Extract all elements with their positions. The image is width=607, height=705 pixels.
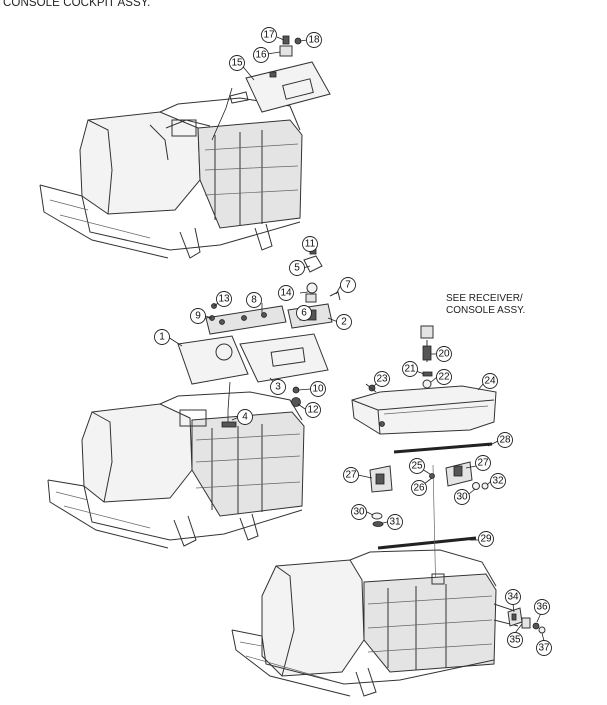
callout-1: 1 xyxy=(154,329,170,345)
callout-26: 26 xyxy=(411,480,427,496)
svg-text:12: 12 xyxy=(307,405,319,416)
callout-4: 4 xyxy=(237,409,253,425)
callout-3: 3 xyxy=(270,379,286,395)
svg-text:13: 13 xyxy=(218,294,230,305)
machine-view-middle xyxy=(47,391,305,549)
svg-text:23: 23 xyxy=(376,374,388,385)
callout-10: 10 xyxy=(310,381,326,397)
machine-view-bottom xyxy=(231,549,546,697)
callout-8: 8 xyxy=(246,292,262,308)
svg-text:6: 6 xyxy=(301,308,307,319)
svg-text:21: 21 xyxy=(404,364,416,375)
callout-9: 9 xyxy=(190,308,206,324)
svg-text:3: 3 xyxy=(275,382,281,393)
callout-bubbles: 1 2 3 4 5 6 7 8 9 10 11 12 13 14 15 16 1… xyxy=(154,27,552,656)
callout-7: 7 xyxy=(340,277,356,293)
svg-text:4: 4 xyxy=(242,412,248,423)
console-panels xyxy=(177,241,341,422)
svg-text:26: 26 xyxy=(413,483,425,494)
callout-31: 31 xyxy=(387,514,403,530)
svg-text:25: 25 xyxy=(411,461,423,472)
callout-14: 14 xyxy=(278,285,294,301)
svg-text:16: 16 xyxy=(255,50,267,61)
callout-24: 24 xyxy=(482,373,498,389)
callout-17: 17 xyxy=(261,27,277,43)
callout-20: 20 xyxy=(436,346,452,362)
svg-text:15: 15 xyxy=(231,58,243,69)
svg-text:35: 35 xyxy=(509,635,521,646)
svg-text:17: 17 xyxy=(263,30,275,41)
callout-11: 11 xyxy=(302,236,318,252)
svg-text:2: 2 xyxy=(341,317,347,328)
callout-25: 25 xyxy=(409,458,425,474)
svg-text:14: 14 xyxy=(280,288,292,299)
callout-15: 15 xyxy=(229,55,245,71)
svg-text:30: 30 xyxy=(353,507,365,518)
callout-27-right: 27 xyxy=(475,455,491,471)
callout-18: 18 xyxy=(306,32,322,48)
svg-text:27: 27 xyxy=(345,470,357,481)
svg-text:36: 36 xyxy=(536,602,548,613)
svg-text:20: 20 xyxy=(438,349,450,360)
svg-text:5: 5 xyxy=(294,263,300,274)
svg-text:18: 18 xyxy=(308,35,320,46)
svg-text:24: 24 xyxy=(484,376,496,387)
callout-22: 22 xyxy=(436,369,452,385)
callout-34: 34 xyxy=(505,589,521,605)
svg-text:11: 11 xyxy=(305,239,316,250)
diagram-title: CONSOLE COCKPIT ASSY. xyxy=(3,0,151,9)
svg-text:29: 29 xyxy=(480,534,492,545)
callout-5: 5 xyxy=(289,260,305,276)
callout-37: 37 xyxy=(536,640,552,656)
callout-6: 6 xyxy=(296,305,312,321)
svg-text:28: 28 xyxy=(499,435,511,446)
cockpit-cover-plate xyxy=(229,61,331,113)
svg-text:1: 1 xyxy=(159,332,165,343)
svg-text:7: 7 xyxy=(345,280,351,291)
svg-text:31: 31 xyxy=(389,517,401,528)
callout-13: 13 xyxy=(216,291,232,307)
svg-text:8: 8 xyxy=(251,295,257,306)
callout-28: 28 xyxy=(497,432,513,448)
callout-29: 29 xyxy=(478,531,494,547)
receiver-console-note: SEE RECEIVER/ CONSOLE ASSY. xyxy=(446,293,526,316)
callout-32: 32 xyxy=(490,473,506,489)
callout-21: 21 xyxy=(402,361,418,377)
callout-35: 35 xyxy=(507,632,523,648)
callout-30-left: 30 xyxy=(351,504,367,520)
callout-12: 12 xyxy=(305,402,321,418)
callout-36: 36 xyxy=(534,599,550,615)
svg-text:30: 30 xyxy=(456,492,468,503)
svg-text:27: 27 xyxy=(477,458,489,469)
svg-text:9: 9 xyxy=(195,311,201,322)
switch-parts-16-18 xyxy=(279,35,302,57)
svg-text:37: 37 xyxy=(538,643,550,654)
callout-2: 2 xyxy=(336,314,352,330)
svg-text:34: 34 xyxy=(507,592,519,603)
machine-view-top xyxy=(39,87,303,259)
callout-27-left: 27 xyxy=(343,467,359,483)
svg-text:22: 22 xyxy=(438,372,450,383)
svg-text:10: 10 xyxy=(312,384,324,395)
callout-30-right: 30 xyxy=(454,489,470,505)
svg-text:32: 32 xyxy=(492,476,504,487)
callout-23: 23 xyxy=(374,371,390,387)
callout-16: 16 xyxy=(253,47,269,63)
